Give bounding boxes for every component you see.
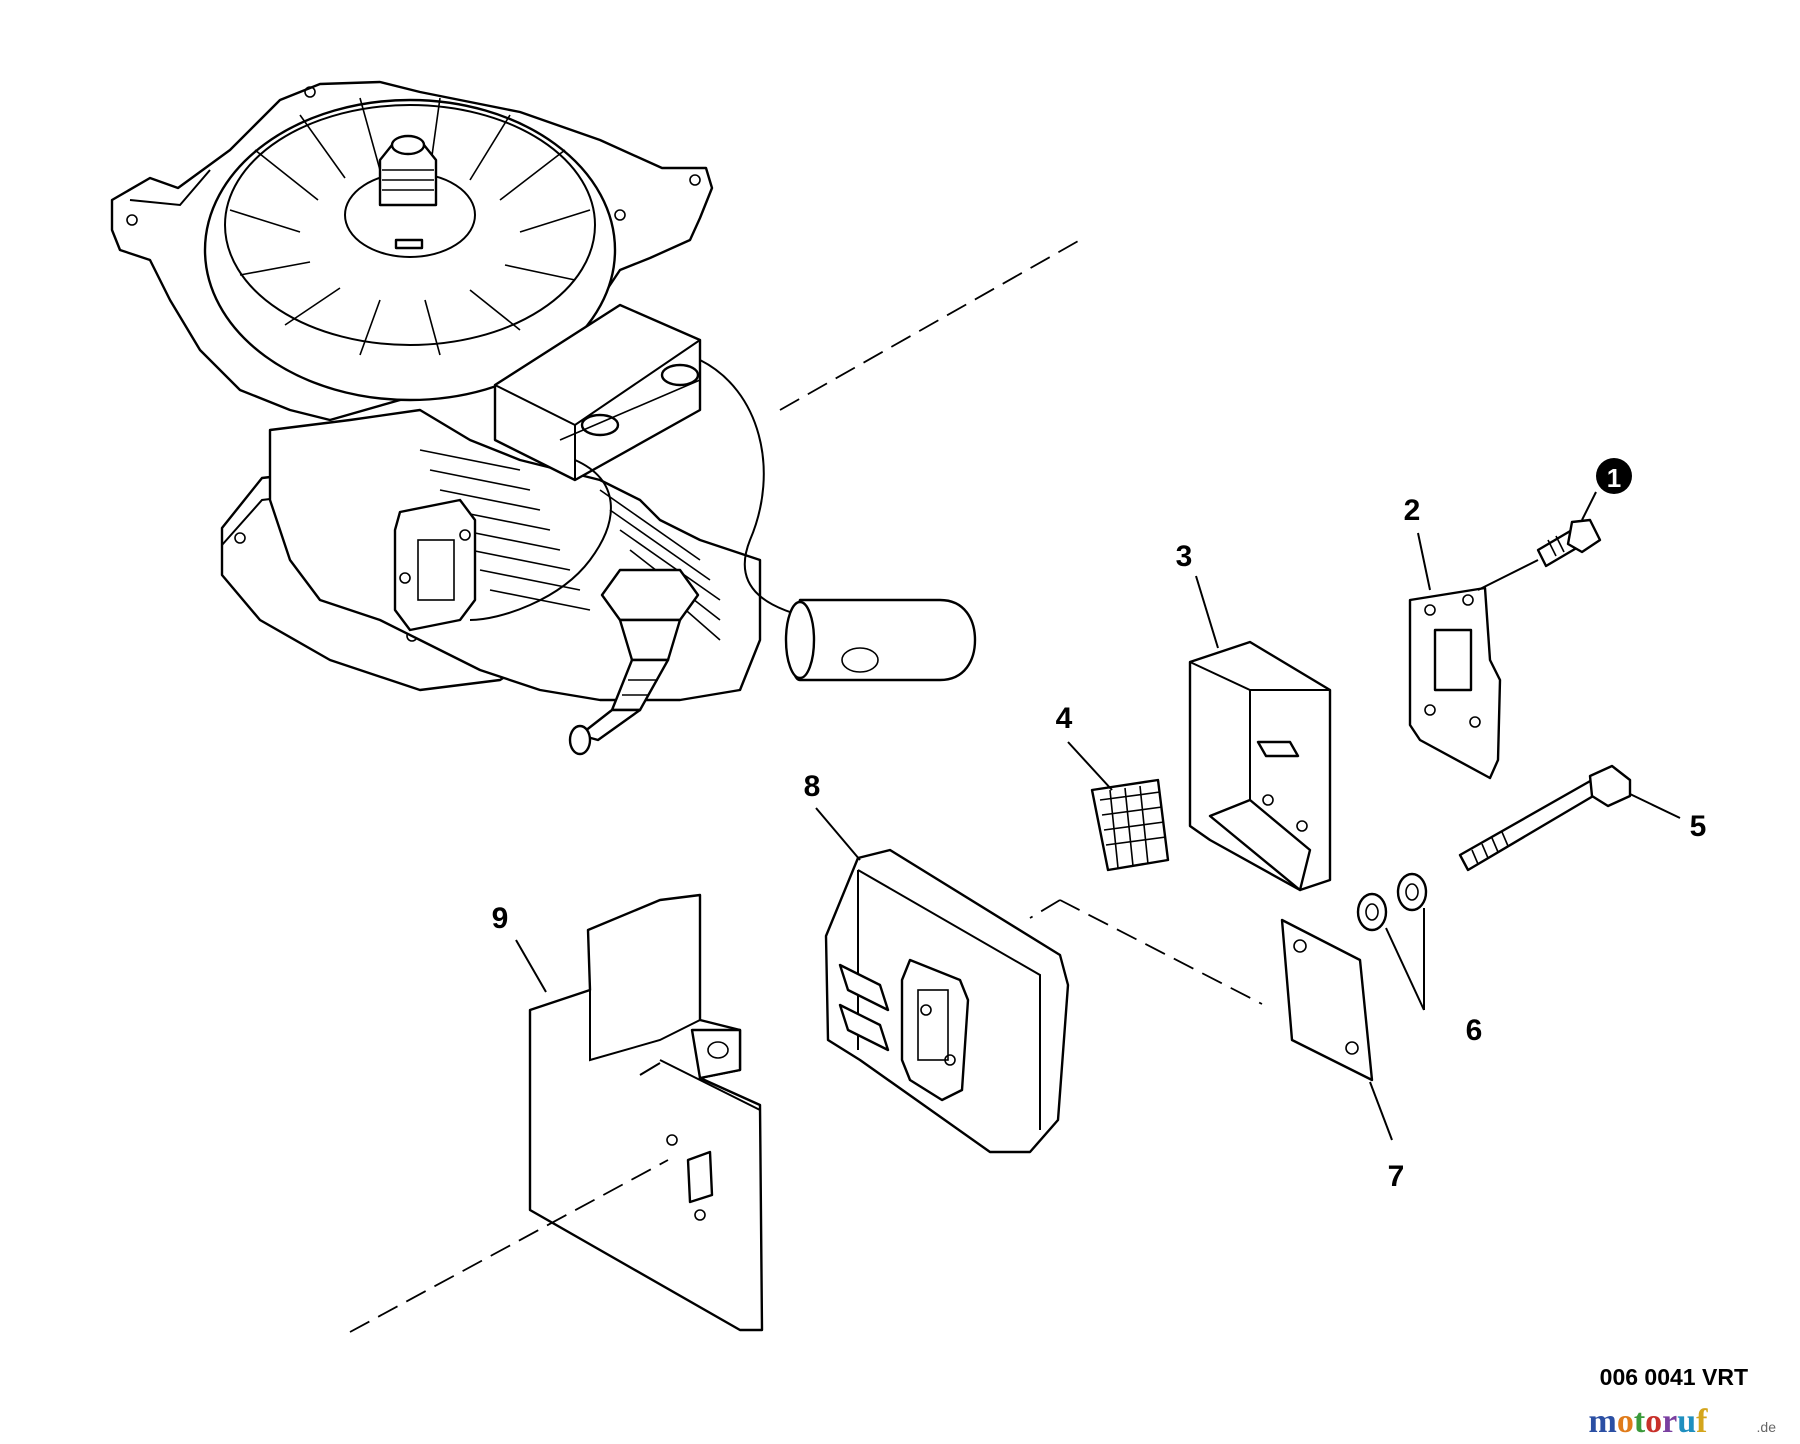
callout-1: 1 [1607,463,1621,493]
part-1-screw [1536,518,1602,568]
watermark-suffix: .de [1757,1419,1777,1435]
callout-5: 5 [1690,810,1707,843]
watermark-letter: o [1645,1403,1662,1440]
watermark-letter: u [1677,1403,1696,1440]
watermark-letter: r [1662,1403,1677,1440]
callout-7: 7 [1388,1160,1405,1193]
callout-6: 6 [1466,1014,1483,1047]
drawing-code: 006 0041 VRT [1600,1364,1748,1390]
part-7-gasket [1280,918,1374,1082]
part-6-washers [1356,872,1428,932]
assembly-axis-lines [349,239,1263,1333]
callout-9: 9 [492,902,509,935]
part-8-muffler [824,848,1070,1154]
watermark-letter: m [1589,1403,1617,1440]
callout-8: 8 [804,770,821,803]
callout-2: 2 [1404,494,1421,527]
engine-assembly [110,80,977,756]
part-9-deflector [528,893,764,1332]
watermark-letter: f [1696,1403,1708,1440]
svg-text:motoruf: motoruf [1589,1403,1709,1440]
callout-leaders [515,491,1681,1141]
watermark-logo: motoruf .de [1589,1403,1777,1440]
watermark-letter: o [1617,1403,1634,1440]
part-4-screen [1090,778,1170,872]
callout-3: 3 [1176,540,1193,573]
callout-4: 4 [1056,702,1073,735]
part-5-bolt [1458,764,1632,872]
watermark-letter: t [1634,1403,1646,1440]
callout-labels: 1 2 3 4 5 6 7 8 9 [492,458,1707,1193]
part-2-cover-plate [1408,586,1502,780]
callout-1-badge [1596,458,1632,494]
part-3-heat-shield [1188,640,1332,892]
